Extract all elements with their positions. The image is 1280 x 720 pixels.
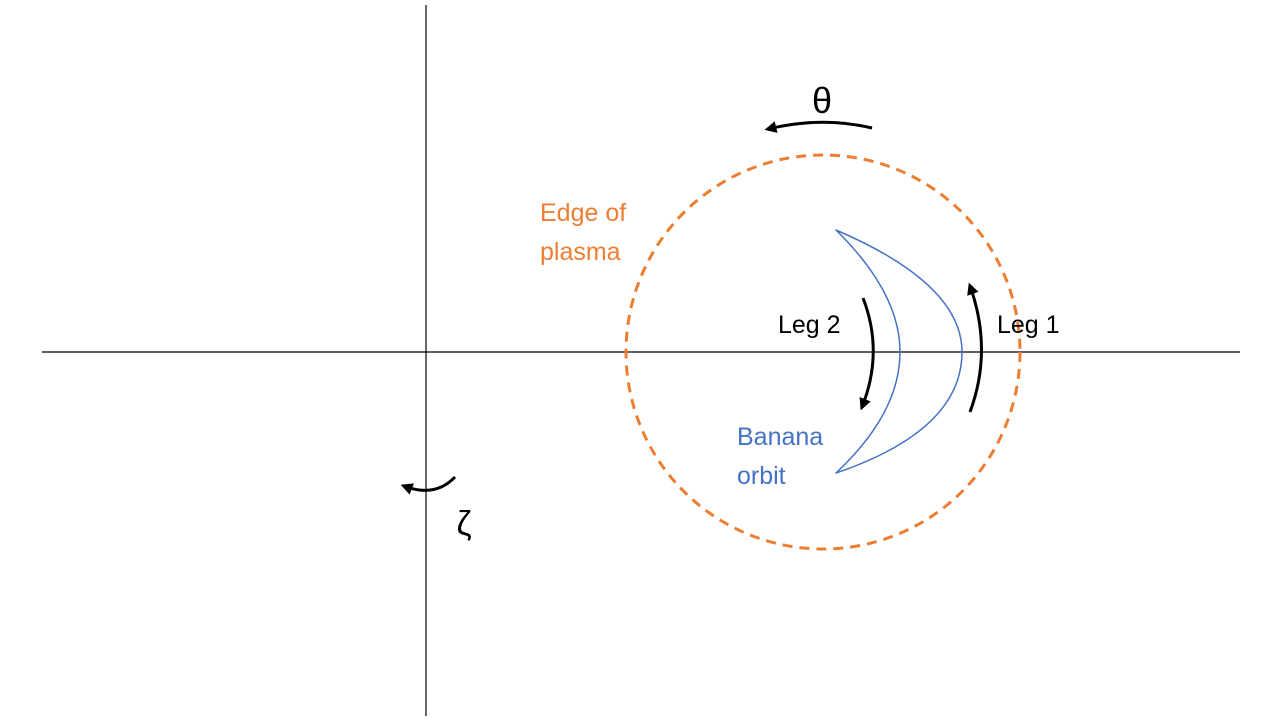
banana-label-line1: Banana xyxy=(737,423,823,451)
banana-orbit-path xyxy=(835,229,963,474)
zeta-label: ζ xyxy=(457,505,472,543)
leg2-label: Leg 2 xyxy=(778,311,841,339)
leg2-arrow xyxy=(859,297,875,411)
leg1-label: Leg 1 xyxy=(997,311,1060,339)
zeta-arrow xyxy=(400,475,457,495)
plasma-edge-circle xyxy=(624,153,1022,551)
banana-label-line2: orbit xyxy=(737,462,786,490)
edge-label-line1: Edge of xyxy=(540,199,626,227)
theta-label: θ xyxy=(812,80,832,121)
theta-arrow xyxy=(764,120,873,133)
leg1-arrow xyxy=(967,282,983,413)
edge-label-line2: plasma xyxy=(540,238,621,266)
